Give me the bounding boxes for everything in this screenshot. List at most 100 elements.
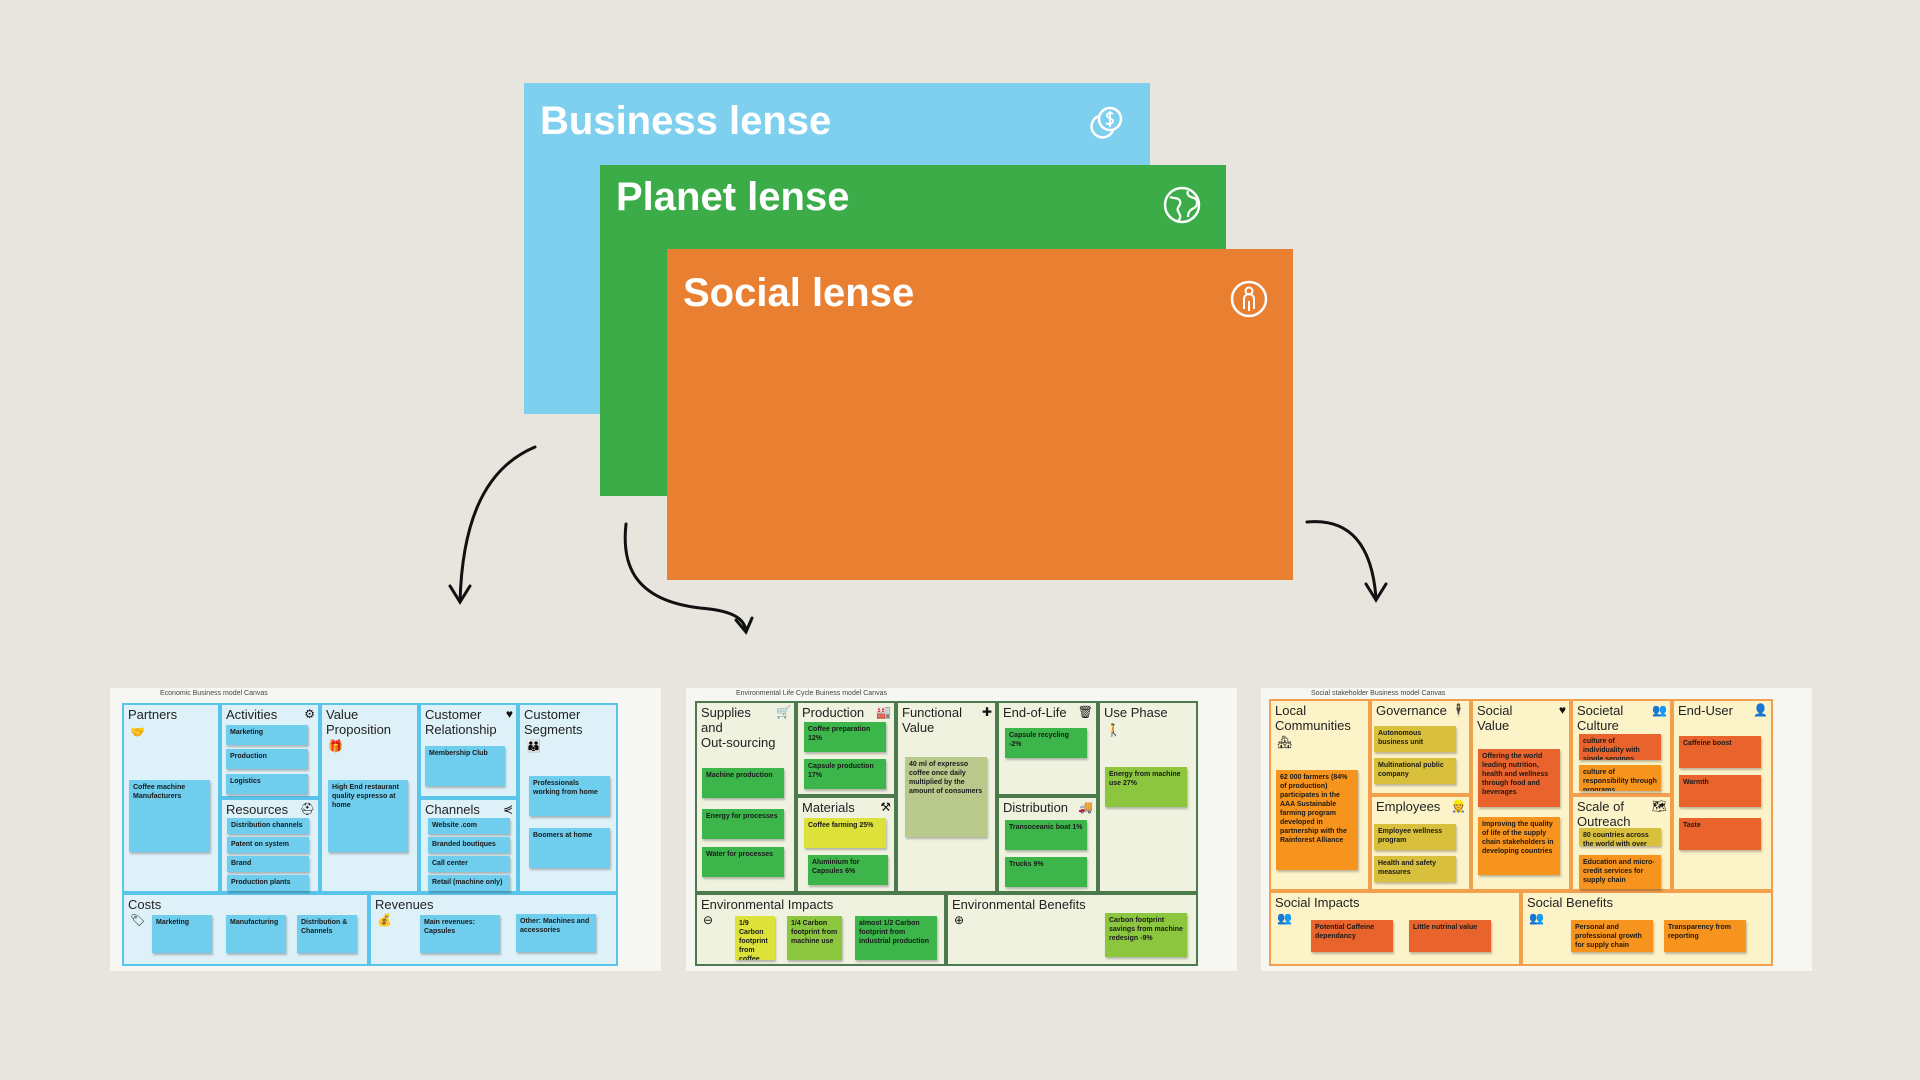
- globe-icon: [1163, 186, 1201, 224]
- sticky-note: Machine production: [702, 768, 784, 798]
- sticky-note: Main revenues: Capsules: [420, 915, 500, 953]
- sticky-note: 1/9 Carbon footprint from coffee farming: [735, 916, 775, 960]
- sticky-note: Transoceanic boat 1%: [1005, 820, 1087, 850]
- sticky-note: Transparency from reporting: [1664, 920, 1746, 952]
- sticky-note: Coffee machine Manufacturers: [129, 780, 210, 852]
- cell-label: End-User: [1678, 703, 1733, 718]
- environmental-canvas: Environmental Life Cycle Buiness model C…: [686, 688, 1237, 971]
- cell-label: Distribution: [1003, 800, 1069, 815]
- sticky-note: Aluminium for Capsules 6%: [808, 855, 888, 885]
- arrow-planet-head: [734, 616, 754, 635]
- cell-label: Scale of Outreach: [1577, 799, 1631, 829]
- sticky-note: culture of responsibility through progra…: [1579, 765, 1661, 791]
- sticky-note: Manufacturing: [226, 915, 286, 953]
- lense-title: Business lense: [540, 99, 832, 143]
- sticky-note: Capsule recycling -2%: [1005, 728, 1087, 758]
- sticky-note: Marketing: [226, 725, 308, 745]
- sticky-note: Logistics: [226, 774, 308, 794]
- arrow-business: [458, 445, 537, 604]
- dollar-coins-icon: [1090, 106, 1123, 139]
- sticky-note: Professionals working from home: [529, 776, 610, 816]
- sticky-note: culture of individuality with single ser…: [1579, 734, 1661, 760]
- social-canvas: Social stakeholder Business model Canvas…: [1261, 688, 1812, 971]
- canvas-title: Environmental Life Cycle Buiness model C…: [736, 690, 887, 697]
- cell-label: Customer Relationship: [425, 707, 497, 737]
- sticky-note: Improving the quality of life of the sup…: [1478, 817, 1560, 875]
- sticky-note: Trucks 9%: [1005, 857, 1087, 887]
- sticky-note: Website .com: [428, 818, 510, 834]
- user-icon: 👤: [1753, 703, 1768, 717]
- cell-label: Activities: [226, 707, 278, 722]
- cell-label: Local Communities: [1275, 703, 1351, 733]
- truck-icon: 🚚: [1078, 800, 1093, 814]
- sticky-note: Personal and professional growth for sup…: [1571, 920, 1653, 952]
- sticky-note: Capsule production 17%: [804, 759, 886, 789]
- sticky-note: Health and safety measures: [1374, 856, 1456, 882]
- globe-cross-icon: ✚: [981, 705, 992, 719]
- sticky-note: 1/4 Carbon footprint from machine use: [787, 916, 842, 960]
- sticky-note: Energy for processes: [702, 809, 784, 839]
- sticky-note: Production plants: [227, 875, 309, 891]
- cell-label: End-of-Life: [1003, 705, 1067, 720]
- money-bag-icon: 💰: [377, 913, 392, 927]
- factory-icon: 🏭: [876, 705, 891, 719]
- globe-plus-icon: ⊕: [954, 913, 965, 927]
- cell-label: Employees: [1376, 799, 1441, 814]
- trash-bin-icon: 🗑: [1077, 705, 1093, 719]
- split-arrows-icon: ⋞: [502, 802, 513, 816]
- people-minus-icon: 👥: [1277, 911, 1292, 925]
- globe-minus-icon: ⊖: [703, 913, 714, 927]
- shopping-cart-icon: 🛒: [776, 705, 791, 719]
- sticky-note: Taste: [1679, 818, 1761, 850]
- person-pointing-icon: 🚶: [1106, 723, 1121, 737]
- cell-label: Revenues: [375, 897, 434, 912]
- handshake-icon: 🤝: [130, 725, 145, 739]
- sticky-note: Little nutrinal value: [1409, 920, 1491, 952]
- gift-icon: 🎁: [328, 739, 343, 753]
- businessman-icon: 🕴: [1451, 703, 1466, 717]
- cell-label: Materials: [802, 800, 855, 815]
- cell-label: Production: [802, 705, 865, 720]
- lense-title: Planet lense: [616, 175, 850, 219]
- sticky-note: 62 000 farmers (84% of production) parti…: [1276, 770, 1358, 870]
- cell-label: Resources: [226, 802, 289, 817]
- sticky-note: Production: [226, 749, 308, 769]
- arrow-business-head: [448, 584, 472, 605]
- sticky-note: Membership Club: [425, 746, 505, 786]
- crane-icon: ⚒: [880, 800, 891, 814]
- heart-person-icon: ♥: [1558, 703, 1566, 717]
- sticky-note: Autonomous business unit: [1374, 726, 1456, 752]
- sticky-note: Carbon footprint savings from machine re…: [1105, 913, 1187, 957]
- cell-label: Governance: [1376, 703, 1447, 718]
- people-plus-icon: 👥: [1529, 911, 1544, 925]
- sticky-note: Multinational public company: [1374, 758, 1456, 784]
- hard-hat-icon: ⛑: [299, 802, 315, 816]
- sticky-note: Coffee farming 25%: [804, 818, 886, 848]
- sticky-note: Distribution channels: [227, 818, 309, 834]
- sticky-note: Distribution & Channels: [297, 915, 357, 953]
- cell-label: Functional Value: [902, 705, 962, 735]
- cell-label: Channels: [425, 802, 480, 817]
- person-icon: [1230, 280, 1268, 318]
- sticky-note: Patent on system: [227, 837, 309, 853]
- houses-icon: 🏘: [1277, 735, 1293, 749]
- sticky-note: 80 countries across the world with over …: [1579, 828, 1661, 846]
- crowd-icon: 👥: [1652, 703, 1667, 717]
- canvas-title: Economic Business model Canvas: [160, 690, 268, 697]
- map-search-icon: 🗺: [1651, 799, 1667, 813]
- lense-title: Social lense: [683, 271, 915, 315]
- sticky-note: High End restaurant quality espresso at …: [328, 780, 408, 852]
- arrow-social: [1305, 520, 1378, 600]
- family-icon: 👪: [526, 739, 541, 753]
- price-tag-icon: 🏷: [130, 913, 146, 927]
- cell-label: Customer Segments: [524, 707, 583, 737]
- cell-label: Costs: [128, 897, 162, 912]
- arrow-social-head: [1364, 582, 1388, 603]
- worker-icon: 👷: [1451, 799, 1466, 813]
- sticky-note: Brand: [227, 856, 309, 872]
- arrow-planet: [623, 522, 748, 632]
- sticky-note: Coffee preparation 12%: [804, 722, 886, 752]
- gears-icon: ⚙: [304, 707, 315, 721]
